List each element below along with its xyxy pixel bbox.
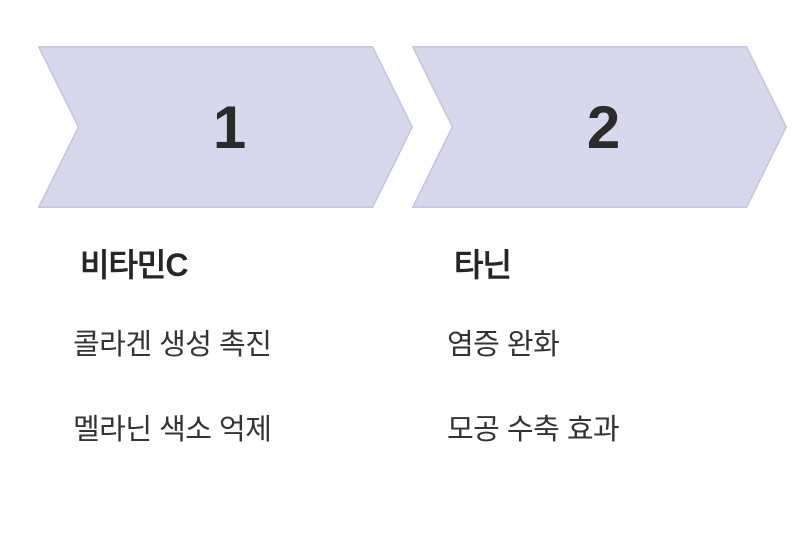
step-1-lines: 콜라겐 생성 촉진 멜라닌 색소 억제 <box>73 322 413 492</box>
step-2-number: 2 <box>586 93 621 161</box>
step-2-chevron-banner: 2 <box>412 46 787 208</box>
step-2-lines: 염증 완화 모공 수축 효과 <box>447 322 787 492</box>
step-2-heading: 타닌 <box>454 247 512 283</box>
step-1-line-2: 멜라닌 색소 억제 <box>73 414 272 446</box>
step-1-heading: 비타민C <box>80 247 188 283</box>
chevron-shape-icon <box>38 46 413 208</box>
step-2-line-2: 모공 수축 효과 <box>447 414 620 446</box>
step-column-2: 2 타닌 염증 완화 모공 수축 효과 <box>412 0 787 548</box>
step-1-number: 1 <box>212 93 247 161</box>
step-1-chevron-banner: 1 <box>38 46 413 208</box>
chevron-shape-icon <box>412 46 787 208</box>
step-2-line-1: 염증 완화 <box>447 329 560 361</box>
step-1-line-1: 콜라겐 생성 촉진 <box>73 329 272 361</box>
step-column-1: 1 비타민C 콜라겐 생성 촉진 멜라닌 색소 억제 <box>38 0 413 548</box>
